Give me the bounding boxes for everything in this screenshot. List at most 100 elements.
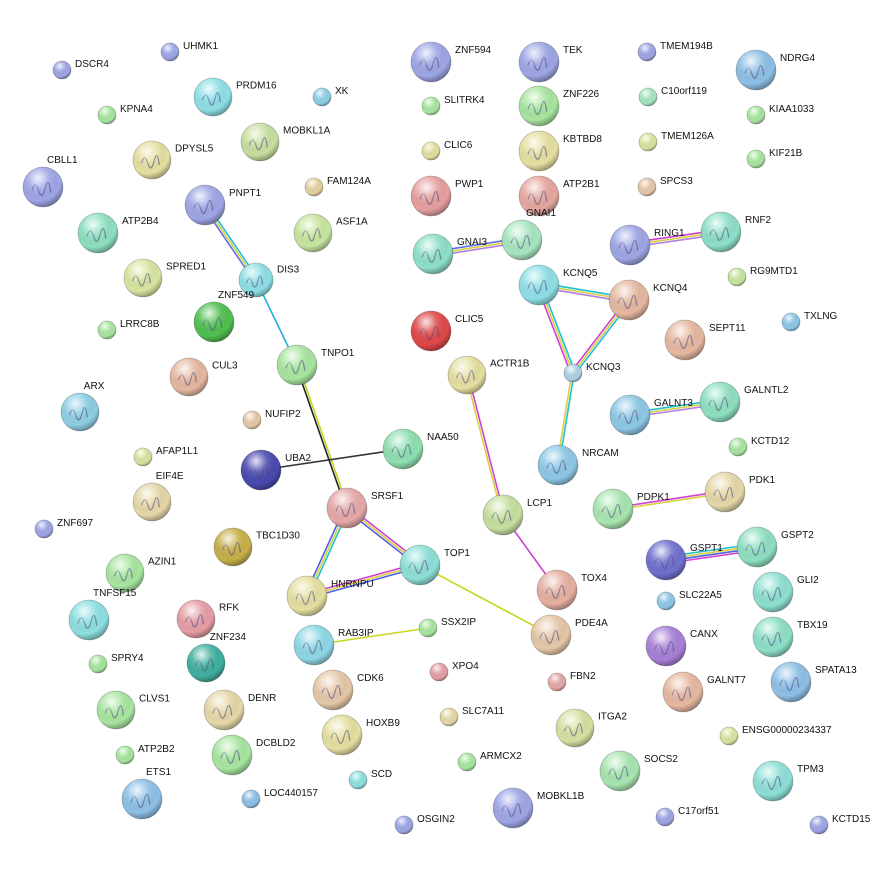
node-fam124a[interactable]: FAM124A [304, 176, 371, 197]
node-tnfsf15[interactable]: TNFSF15 [68, 588, 137, 641]
node-denr[interactable]: DENR [203, 689, 276, 731]
node-fbn2[interactable]: FBN2 [547, 671, 596, 692]
node-mobkl1b[interactable]: MOBKL1B [492, 787, 585, 829]
node-spcs3[interactable]: SPCS3 [637, 176, 693, 197]
node-tpm3[interactable]: TPM3 [752, 760, 824, 802]
node-osgin2[interactable]: OSGIN2 [394, 814, 455, 835]
node-loc440157[interactable]: LOC440157 [241, 788, 318, 809]
node-znf226[interactable]: ZNF226 [518, 85, 600, 127]
node-tek[interactable]: TEK [518, 41, 583, 83]
node-znf594[interactable]: ZNF594 [410, 41, 492, 83]
node-scd[interactable]: SCD [348, 769, 392, 790]
node-azin1[interactable]: AZIN1 [105, 553, 177, 593]
node-galnt7[interactable]: GALNT7 [662, 671, 746, 713]
node-ring1[interactable]: RING1 [609, 224, 685, 266]
node-rg9mtd1[interactable]: RG9MTD1 [727, 266, 798, 287]
node-uba2[interactable]: UBA2 [240, 449, 312, 491]
node-clvs1[interactable]: CLVS1 [96, 690, 170, 730]
node-ensg00000234337[interactable]: ENSG00000234337 [719, 725, 832, 746]
node-tmem194b[interactable]: TMEM194B [637, 41, 713, 62]
node-naa50[interactable]: NAA50 [382, 428, 459, 470]
node-nrcam[interactable]: NRCAM [537, 444, 619, 486]
node-afap1l1[interactable]: AFAP1L1 [133, 446, 199, 467]
node-canx[interactable]: CANX [645, 625, 718, 667]
node-tnpo1[interactable]: TNPO1 [276, 344, 355, 386]
node-cbll1[interactable]: CBLL1 [22, 155, 78, 208]
node-pde4a[interactable]: PDE4A [530, 614, 608, 656]
node-spata13[interactable]: SPATA13 [770, 661, 857, 703]
node-armcx2[interactable]: ARMCX2 [457, 751, 522, 772]
node-pwp1[interactable]: PWP1 [410, 175, 484, 217]
node-clic5[interactable]: CLIC5 [410, 310, 484, 352]
node-top1[interactable]: TOP1 [399, 544, 470, 586]
node-c17orf51[interactable]: C17orf51 [655, 806, 720, 827]
node-gli2[interactable]: GLI2 [752, 571, 819, 613]
node-dis3[interactable]: DIS3 [238, 262, 300, 298]
node-galntl2[interactable]: GALNTL2 [699, 381, 789, 423]
node-srsf1[interactable]: SRSF1 [326, 487, 404, 529]
node-asf1a[interactable]: ASF1A [293, 213, 368, 253]
node-gspt2[interactable]: GSPT2 [736, 526, 814, 568]
node-atp2b1[interactable]: ATP2B1 [518, 175, 600, 217]
node-slc7a11[interactable]: SLC7A11 [439, 706, 505, 727]
node-txlng[interactable]: TXLNG [781, 311, 838, 332]
node-znf549[interactable]: ZNF549 [193, 290, 255, 343]
node-hoxb9[interactable]: HOXB9 [321, 714, 400, 756]
node-cul3[interactable]: CUL3 [169, 357, 238, 397]
node-sept11[interactable]: SEPT11 [664, 319, 746, 361]
node-tbx19[interactable]: TBX19 [752, 616, 828, 658]
node-spry4[interactable]: SPRY4 [88, 653, 144, 674]
node-dpysl5[interactable]: DPYSL5 [132, 140, 214, 180]
node-kcnq3[interactable]: KCNQ3 [563, 362, 621, 383]
node-pdpk1[interactable]: PDPK1 [592, 488, 670, 530]
node-ets1[interactable]: ETS1 [121, 767, 171, 820]
node-galnt3[interactable]: GALNT3 [609, 394, 693, 436]
node-kif21b[interactable]: KIF21B [746, 148, 803, 169]
node-uhmk1[interactable]: UHMK1 [160, 41, 218, 62]
node-arx[interactable]: ARX [60, 381, 105, 432]
node-clic6[interactable]: CLIC6 [421, 140, 473, 161]
node-atp2b2[interactable]: ATP2B2 [115, 744, 175, 765]
node-lrrc8b[interactable]: LRRC8B [97, 319, 160, 340]
node-slc22a5[interactable]: SLC22A5 [656, 590, 722, 611]
node-pnpt1[interactable]: PNPT1 [184, 184, 262, 226]
node-spred1[interactable]: SPRED1 [123, 258, 206, 298]
node-actr1b[interactable]: ACTR1B [447, 355, 530, 395]
node-rfk[interactable]: RFK [176, 599, 239, 639]
node-tmem126a[interactable]: TMEM126A [638, 131, 714, 152]
node-xpo4[interactable]: XPO4 [429, 661, 479, 682]
node-kctd15[interactable]: KCTD15 [809, 814, 871, 835]
node-cdk6[interactable]: CDK6 [312, 669, 384, 711]
node-pdk1[interactable]: PDK1 [704, 471, 776, 513]
node-dcbld2[interactable]: DCBLD2 [211, 734, 296, 776]
node-gspt1[interactable]: GSPT1 [645, 539, 723, 581]
node-gnai3[interactable]: GNAI3 [412, 233, 487, 275]
node-nufip2[interactable]: NUFIP2 [242, 409, 301, 430]
node-eif4e[interactable]: EIF4E [132, 471, 184, 522]
node-kpna4[interactable]: KPNA4 [97, 104, 153, 125]
node-atp2b4[interactable]: ATP2B4 [77, 212, 159, 254]
node-kbtbd8[interactable]: KBTBD8 [518, 130, 602, 172]
node-kctd12[interactable]: KCTD12 [728, 436, 790, 457]
node-xk[interactable]: XK [312, 86, 349, 107]
node-kcnq5[interactable]: KCNQ5 [518, 264, 598, 306]
node-znf697[interactable]: ZNF697 [34, 518, 94, 539]
node-ssx2ip[interactable]: SSX2IP [418, 617, 476, 638]
node-prdm16[interactable]: PRDM16 [193, 77, 277, 117]
node-kiaa1033[interactable]: KIAA1033 [746, 104, 814, 125]
node-itga2[interactable]: ITGA2 [555, 708, 627, 748]
node-tox4[interactable]: TOX4 [536, 569, 607, 611]
node-c10orf119[interactable]: C10orf119 [638, 86, 707, 107]
node-tbc1d30[interactable]: TBC1D30 [213, 527, 300, 567]
node-socs2[interactable]: SOCS2 [599, 750, 678, 792]
node-dscr4[interactable]: DSCR4 [52, 59, 109, 80]
node-mobkl1a[interactable]: MOBKL1A [240, 122, 331, 162]
node-rab3ip[interactable]: RAB3IP [293, 624, 374, 666]
node-gnai1[interactable]: GNAI1 [501, 208, 556, 261]
node-kcnq4[interactable]: KCNQ4 [608, 279, 688, 321]
node-ndrg4[interactable]: NDRG4 [735, 49, 815, 91]
node-hnrnpu[interactable]: HNRNPU [286, 575, 374, 617]
node-rnf2[interactable]: RNF2 [700, 211, 772, 253]
node-znf234[interactable]: ZNF234 [186, 632, 246, 683]
node-lcp1[interactable]: LCP1 [482, 494, 552, 536]
